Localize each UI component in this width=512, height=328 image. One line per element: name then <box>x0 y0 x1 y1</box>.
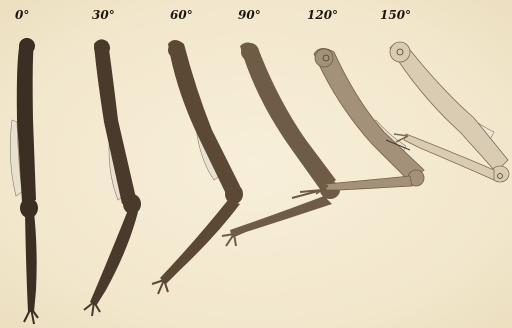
limb-90-head <box>241 43 259 61</box>
limb-90-fork <box>292 190 322 198</box>
limb-90-degrees <box>222 42 340 246</box>
limb-90-lower-bone <box>230 196 332 238</box>
limb-120-head <box>315 49 333 67</box>
limb-150-head <box>390 42 410 62</box>
limb-90-claw <box>222 234 236 246</box>
limb-60-claw <box>152 280 168 294</box>
limb-30-lower-bone <box>90 210 138 306</box>
limb-0-head <box>19 38 35 54</box>
limb-0-lower-bone <box>25 212 37 312</box>
limb-60-degrees <box>152 40 243 294</box>
limb-30-head <box>94 40 110 56</box>
limb-60-upper-bone <box>168 40 240 194</box>
limb-0-claw <box>24 308 38 324</box>
limb-60-head <box>168 42 184 58</box>
limb-0-degrees <box>10 38 38 324</box>
limb-120-lower-bone <box>326 176 412 190</box>
limb-30-claw <box>84 302 100 316</box>
limb-30-degrees <box>84 39 141 316</box>
